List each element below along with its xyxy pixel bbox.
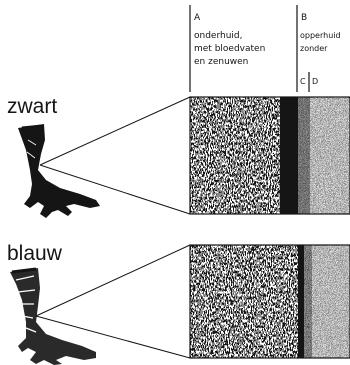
column-b-line-1: opperhuid <box>300 31 341 40</box>
column-d-letter: D <box>312 77 318 86</box>
column-a-line-3: en zenuwen <box>194 57 248 67</box>
column-b-line-2: zonder <box>300 44 328 53</box>
blue-skin-section <box>190 245 350 358</box>
column-c-letter: C <box>300 77 306 86</box>
row-label-zwart: zwart <box>7 95 57 118</box>
blue-leg-illustration <box>10 268 96 365</box>
column-b-letter: B <box>301 13 307 23</box>
column-a-line-1: onderhuid, <box>194 31 243 41</box>
column-a-header: A onderhuid, met bloedvaten en zenuwen <box>194 13 265 67</box>
column-a-line-2: met bloedvaten <box>194 44 265 54</box>
row-label-blauw: blauw <box>7 242 63 265</box>
black-skin-section <box>190 97 350 214</box>
column-a-letter: A <box>194 13 201 23</box>
column-b-header: B opperhuid zonder C D <box>300 13 341 86</box>
